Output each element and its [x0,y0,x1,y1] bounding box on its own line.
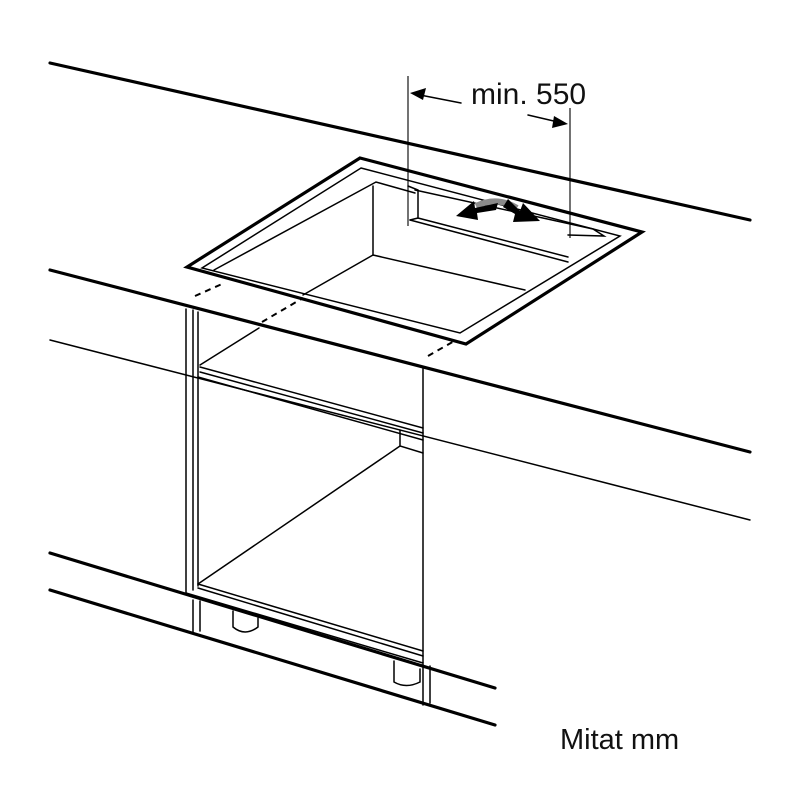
airflow-arrows-icon [456,198,540,222]
cutout-inner-lip [200,167,622,334]
dimension-arrowhead-right [552,116,568,128]
cabinet-foot-right [393,660,421,687]
rear-vent-step [407,185,569,258]
cabinet-inner-top-back [199,327,260,366]
hidden-line-middle [261,297,304,323]
rear-vent-step-lower [409,219,569,263]
recess-right-rim [414,189,607,237]
worktop-front-top-edge [48,268,752,454]
dimension-min-550: min. 550 [407,76,586,238]
recess-back-floor-edge [372,254,526,291]
cabinet-base-mid [197,587,424,657]
cabinet-foot-left [232,610,259,633]
cabinet-inner-back-diagonal [197,445,401,585]
hidden-line-left [194,283,223,297]
recess-left-floor-edge [302,254,374,296]
dimension-arrowhead-left [410,88,426,100]
dimension-arrow-left-shaft [419,94,462,104]
plinth [48,551,497,727]
rear-vent-step-back [409,217,419,221]
cutout-outer-edge [183,156,646,346]
base-cabinet [185,308,424,664]
cabinet-rail-mid [199,371,424,434]
worktop [48,61,752,521]
dimension-label: min. 550 [471,78,586,111]
airflow-arrow-right [503,199,540,222]
units-label: Mitat mm [560,724,679,756]
dimension-arrow-right-shaft [527,114,559,123]
hidden-line-right [427,339,457,357]
worktop-cutout [183,156,646,357]
worktop-back-edge [48,61,752,222]
plinth-top-edge [48,551,497,690]
recess-back-rim [213,181,416,271]
cabinet-base-top [197,583,424,652]
plinth-bottom-edge [48,588,497,727]
cabinet-rail-bottom [197,376,424,441]
airflow-arrow-left [456,201,498,220]
cabinet-rail-top [199,366,424,429]
